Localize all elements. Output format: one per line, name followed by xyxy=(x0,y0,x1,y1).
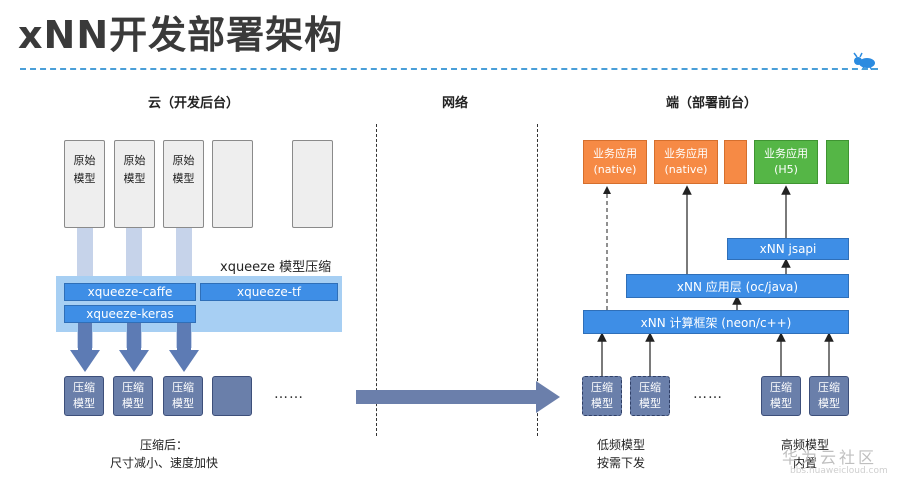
original-model-2: 原始模型 xyxy=(114,140,155,228)
section-device-label: 端（部署前台） xyxy=(666,96,758,111)
xnn-jsapi-layer: xNN jsapi xyxy=(727,238,849,260)
section-cloud-label: 云（开发后台） xyxy=(148,96,240,111)
xnn-framework-layer: xNN 计算框架 (neon/c++) xyxy=(583,310,849,334)
title-divider xyxy=(20,68,878,70)
compressed-model-blank xyxy=(212,376,252,416)
watermark-text: 华为云社区 xyxy=(782,448,878,467)
app-native-1: 业务应用(native) xyxy=(583,140,647,184)
compressed-model-3: 压缩模型 xyxy=(163,376,203,416)
page-title: xNN开发部署架构 xyxy=(18,13,344,57)
high-freq-model-2: 压缩模型 xyxy=(809,376,849,416)
compressed-model-1: 压缩模型 xyxy=(64,376,104,416)
app-green-blank xyxy=(826,140,849,184)
device-ellipsis: …… xyxy=(693,386,723,402)
original-model-1: 原始模型 xyxy=(64,140,105,228)
xnn-app-layer: xNN 应用层 (oc/java) xyxy=(626,274,849,298)
section-network-label: 网络 xyxy=(442,96,469,111)
separator-network-device xyxy=(537,124,538,436)
low-freq-model-2: 压缩模型 xyxy=(630,376,670,416)
cloud-ellipsis: …… xyxy=(274,386,304,402)
xqueeze-tf-box: xqueeze-tf xyxy=(200,283,338,301)
high-freq-model-1: 压缩模型 xyxy=(761,376,801,416)
app-native-2: 业务应用(native) xyxy=(654,140,718,184)
xqueeze-caffe-box: xqueeze-caffe xyxy=(64,283,196,301)
xqueeze-keras-box: xqueeze-keras xyxy=(64,305,196,323)
low-freq-model-1: 压缩模型 xyxy=(582,376,622,416)
separator-cloud-network xyxy=(376,124,377,436)
original-model-blank-2 xyxy=(292,140,333,228)
xqueeze-label: xqueeze 模型压缩 xyxy=(220,260,332,275)
app-orange-blank xyxy=(724,140,747,184)
cloud-caption: 压缩后： 尺寸减小、速度加快 xyxy=(109,438,218,470)
high-freq-caption: 高频模型 内置 xyxy=(780,438,829,470)
original-model-blank-1 xyxy=(212,140,253,228)
app-h5: 业务应用(H5) xyxy=(754,140,818,184)
compressed-model-2: 压缩模型 xyxy=(113,376,153,416)
original-model-3: 原始模型 xyxy=(163,140,204,228)
watermark-url: bbs.huaweicloud.com xyxy=(790,466,888,476)
low-freq-caption: 低频模型 按需下发 xyxy=(596,438,645,470)
